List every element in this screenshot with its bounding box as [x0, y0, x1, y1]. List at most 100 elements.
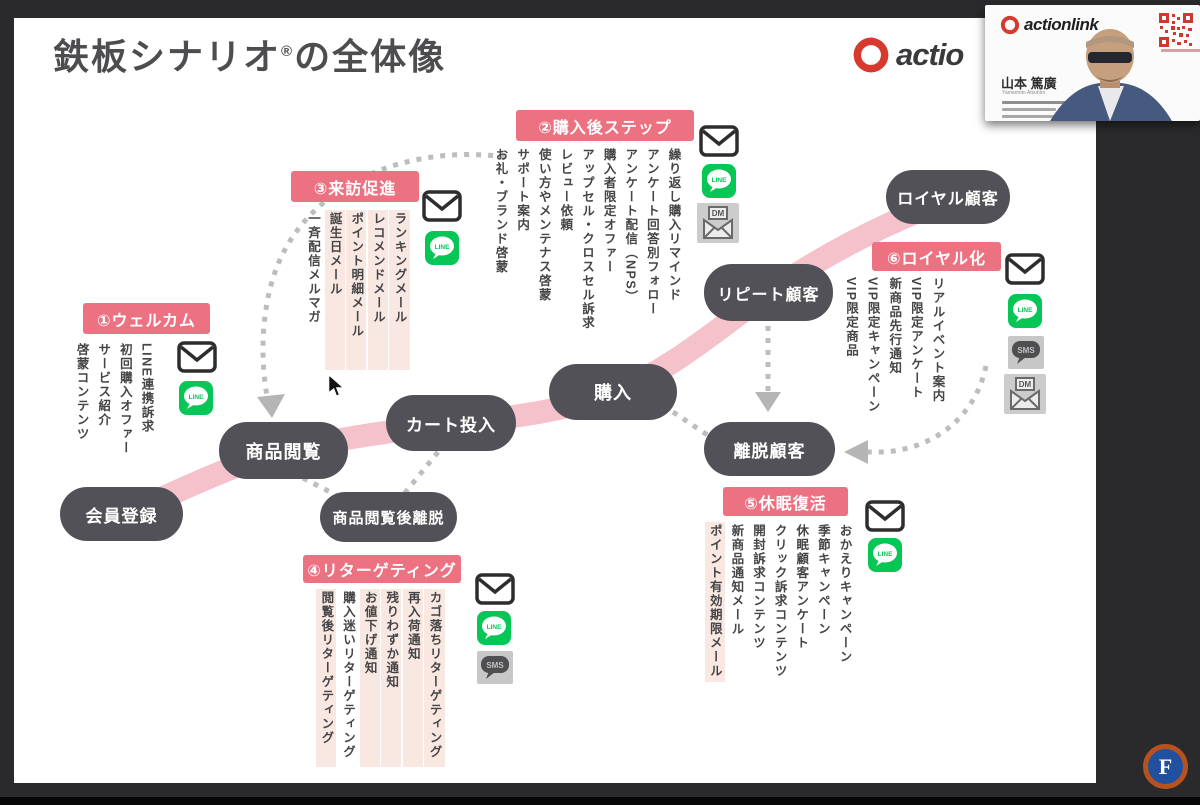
line-icon: LINE: [1008, 294, 1042, 328]
scenario-label-retargeting: ④リターゲティング: [303, 555, 461, 583]
actionlink-logo-slide: actio: [850, 34, 964, 76]
scenario-item: 再入荷通知: [402, 589, 423, 767]
scenario-items-visit: ランキングメール レコメンドメール ポイント明細メール 誕生日メール 一斉配信メ…: [301, 210, 411, 370]
line-icon: LINE: [702, 164, 736, 198]
scenario-item: レコメンドメール: [367, 210, 388, 370]
arrowhead-churn: [755, 392, 781, 412]
node-signup: 会員登録: [60, 487, 183, 541]
scenario-item: 購入迷いリターゲティング: [341, 591, 355, 759]
sms-icon: SMS: [477, 651, 513, 684]
svg-text:LINE: LINE: [487, 624, 502, 631]
presenter-info-line: [1002, 108, 1056, 111]
line-icon: LINE: [425, 231, 459, 265]
svg-text:LINE: LINE: [435, 244, 450, 251]
node-cart: カート投入: [386, 395, 516, 451]
scenario-item: ポイント有効期限メール: [704, 522, 725, 682]
svg-text:DM: DM: [712, 209, 725, 218]
presenter-affiliation-line: [1002, 101, 1074, 104]
svg-text:DM: DM: [1019, 380, 1032, 389]
scenario-item: アップセル・クロスセル訴求: [580, 148, 594, 330]
scenario-item: 季節キャンペーン: [815, 524, 830, 636]
email-icon: [177, 341, 217, 373]
presenter-name: 山本 篤廣: [1001, 76, 1057, 91]
scenario-item: VIP限定商品: [844, 277, 858, 358]
scenario-label-loyalize: ⑥ロイヤル化: [872, 242, 1001, 271]
node-browse: 商品閲覧: [219, 422, 348, 479]
svg-text:SMS: SMS: [1017, 346, 1035, 355]
qr-code: [1158, 12, 1194, 48]
node-repeat: リピート顧客: [704, 264, 833, 321]
page-title: 鉄板シナリオ®の全体像: [53, 36, 447, 77]
arrowhead-browse: [257, 394, 285, 418]
scenario-item: 初回購入オファー: [117, 343, 132, 455]
scenario-item: 閲覧後リターゲティング: [316, 589, 337, 767]
scenario-item: 開封訴求コンテンツ: [751, 524, 765, 650]
qr-caption-line: [1161, 49, 1200, 52]
arrowhead-churn-left: [844, 440, 868, 464]
scenario-label-visit: ③来訪促進: [291, 171, 419, 202]
svg-text:LINE: LINE: [189, 394, 204, 401]
logo-text: actionlink: [1024, 15, 1099, 34]
svg-text:LINE: LINE: [878, 551, 893, 558]
scenario-item: LINE連携訴求: [139, 343, 154, 434]
scenario-item: おかえりキャンペーン: [837, 524, 852, 664]
scenario-item: 使い方やメンテナス啓蒙: [536, 148, 551, 302]
presenter-avatar: [1050, 29, 1172, 121]
scenario-item: アンケート回答別フォロー: [644, 148, 659, 316]
line-icon: LINE: [477, 611, 511, 645]
scenario-item: 残りわずか通知: [381, 589, 402, 767]
dm-icon: DM: [697, 203, 739, 243]
node-loyal: ロイヤル顧客: [886, 170, 1010, 224]
scenario-item: レビュー依頼: [558, 148, 573, 232]
node-purchase: 購入: [549, 364, 677, 420]
scenario-item: 誕生日メール: [324, 210, 345, 370]
email-icon: [699, 125, 739, 157]
scenario-item: リアルイベント案内: [930, 277, 945, 403]
scenario-item: VIP限定アンケート: [908, 277, 923, 400]
scenario-item: ランキングメール: [389, 210, 410, 370]
mouse-cursor: [328, 375, 344, 397]
dotted-arc-loyal-churn: [868, 365, 989, 455]
scenario-items-post-purchase: 繰り返し購入リマインド アンケート回答別フォロー アンケート配信（NPS） 購入…: [489, 146, 685, 386]
email-icon: [1005, 253, 1045, 285]
scenario-label-welcome: ①ウェルカム: [83, 303, 210, 334]
svg-text:LINE: LINE: [712, 177, 727, 184]
scenario-item: 啓蒙コンテンツ: [74, 343, 89, 441]
scenario-item: サポート案内: [515, 148, 530, 232]
email-icon: [475, 573, 515, 605]
logo-text-truncated: actio: [896, 37, 964, 72]
svg-text:LINE: LINE: [1018, 307, 1033, 314]
scenario-item: カゴ落ちリターゲティング: [424, 589, 445, 767]
scenario-items-welcome: LINE連携訴求 初回購入オファー サービス紹介 啓蒙コンテンツ: [70, 341, 158, 481]
scenario-item: お礼・ブランド啓蒙: [493, 148, 508, 274]
ferret-logo: F: [1143, 744, 1188, 789]
scenario-item: クリック訴求コンテンツ: [772, 524, 787, 678]
taskbar-strip: [0, 797, 1200, 805]
node-churn: 離脱顧客: [704, 422, 835, 476]
node-browse-exit: 商品閲覧後離脱: [320, 492, 457, 542]
scenario-item: ポイント明細メール: [346, 210, 367, 370]
scenario-label-dormant: ⑤休眠復活: [723, 487, 848, 516]
presenter-name-romaji: Yamamoto Atsuhiro: [1002, 90, 1046, 96]
scenario-item: 購入者限定オファー: [601, 148, 616, 274]
sms-icon: SMS: [1008, 336, 1044, 369]
scenario-item: 繰り返し購入リマインド: [666, 148, 681, 302]
email-icon: [422, 190, 462, 222]
actionlink-mark-icon: [853, 37, 889, 73]
scenario-item: サービス紹介: [96, 343, 111, 427]
scenario-item: アンケート配信（NPS）: [623, 148, 638, 305]
scenario-item: 新商品先行通知: [887, 277, 902, 375]
line-icon: LINE: [179, 381, 213, 415]
dotted-arc-repurchase: [260, 152, 506, 397]
registered-mark: ®: [281, 43, 295, 60]
scenario-item: 一斉配信メルマガ: [306, 212, 320, 324]
actionlink-logo-webcam: actionlink: [999, 14, 1099, 36]
scenario-item: 新商品通知メール: [729, 524, 744, 636]
scenario-item: お値下げ通知: [359, 589, 380, 767]
scenario-label-post-purchase: ②購入後ステップ: [516, 110, 694, 141]
actionlink-mark-icon: [1000, 15, 1020, 35]
dm-icon: DM: [1004, 374, 1046, 414]
scenario-items-dormant: おかえりキャンペーン 季節キャンペーン 休眠顧客アンケート クリック訴求コンテン…: [703, 522, 856, 682]
scenario-items-retargeting: カゴ落ちリターゲティング 再入荷通知 残りわずか通知 お値下げ通知 購入迷いリタ…: [315, 589, 446, 767]
